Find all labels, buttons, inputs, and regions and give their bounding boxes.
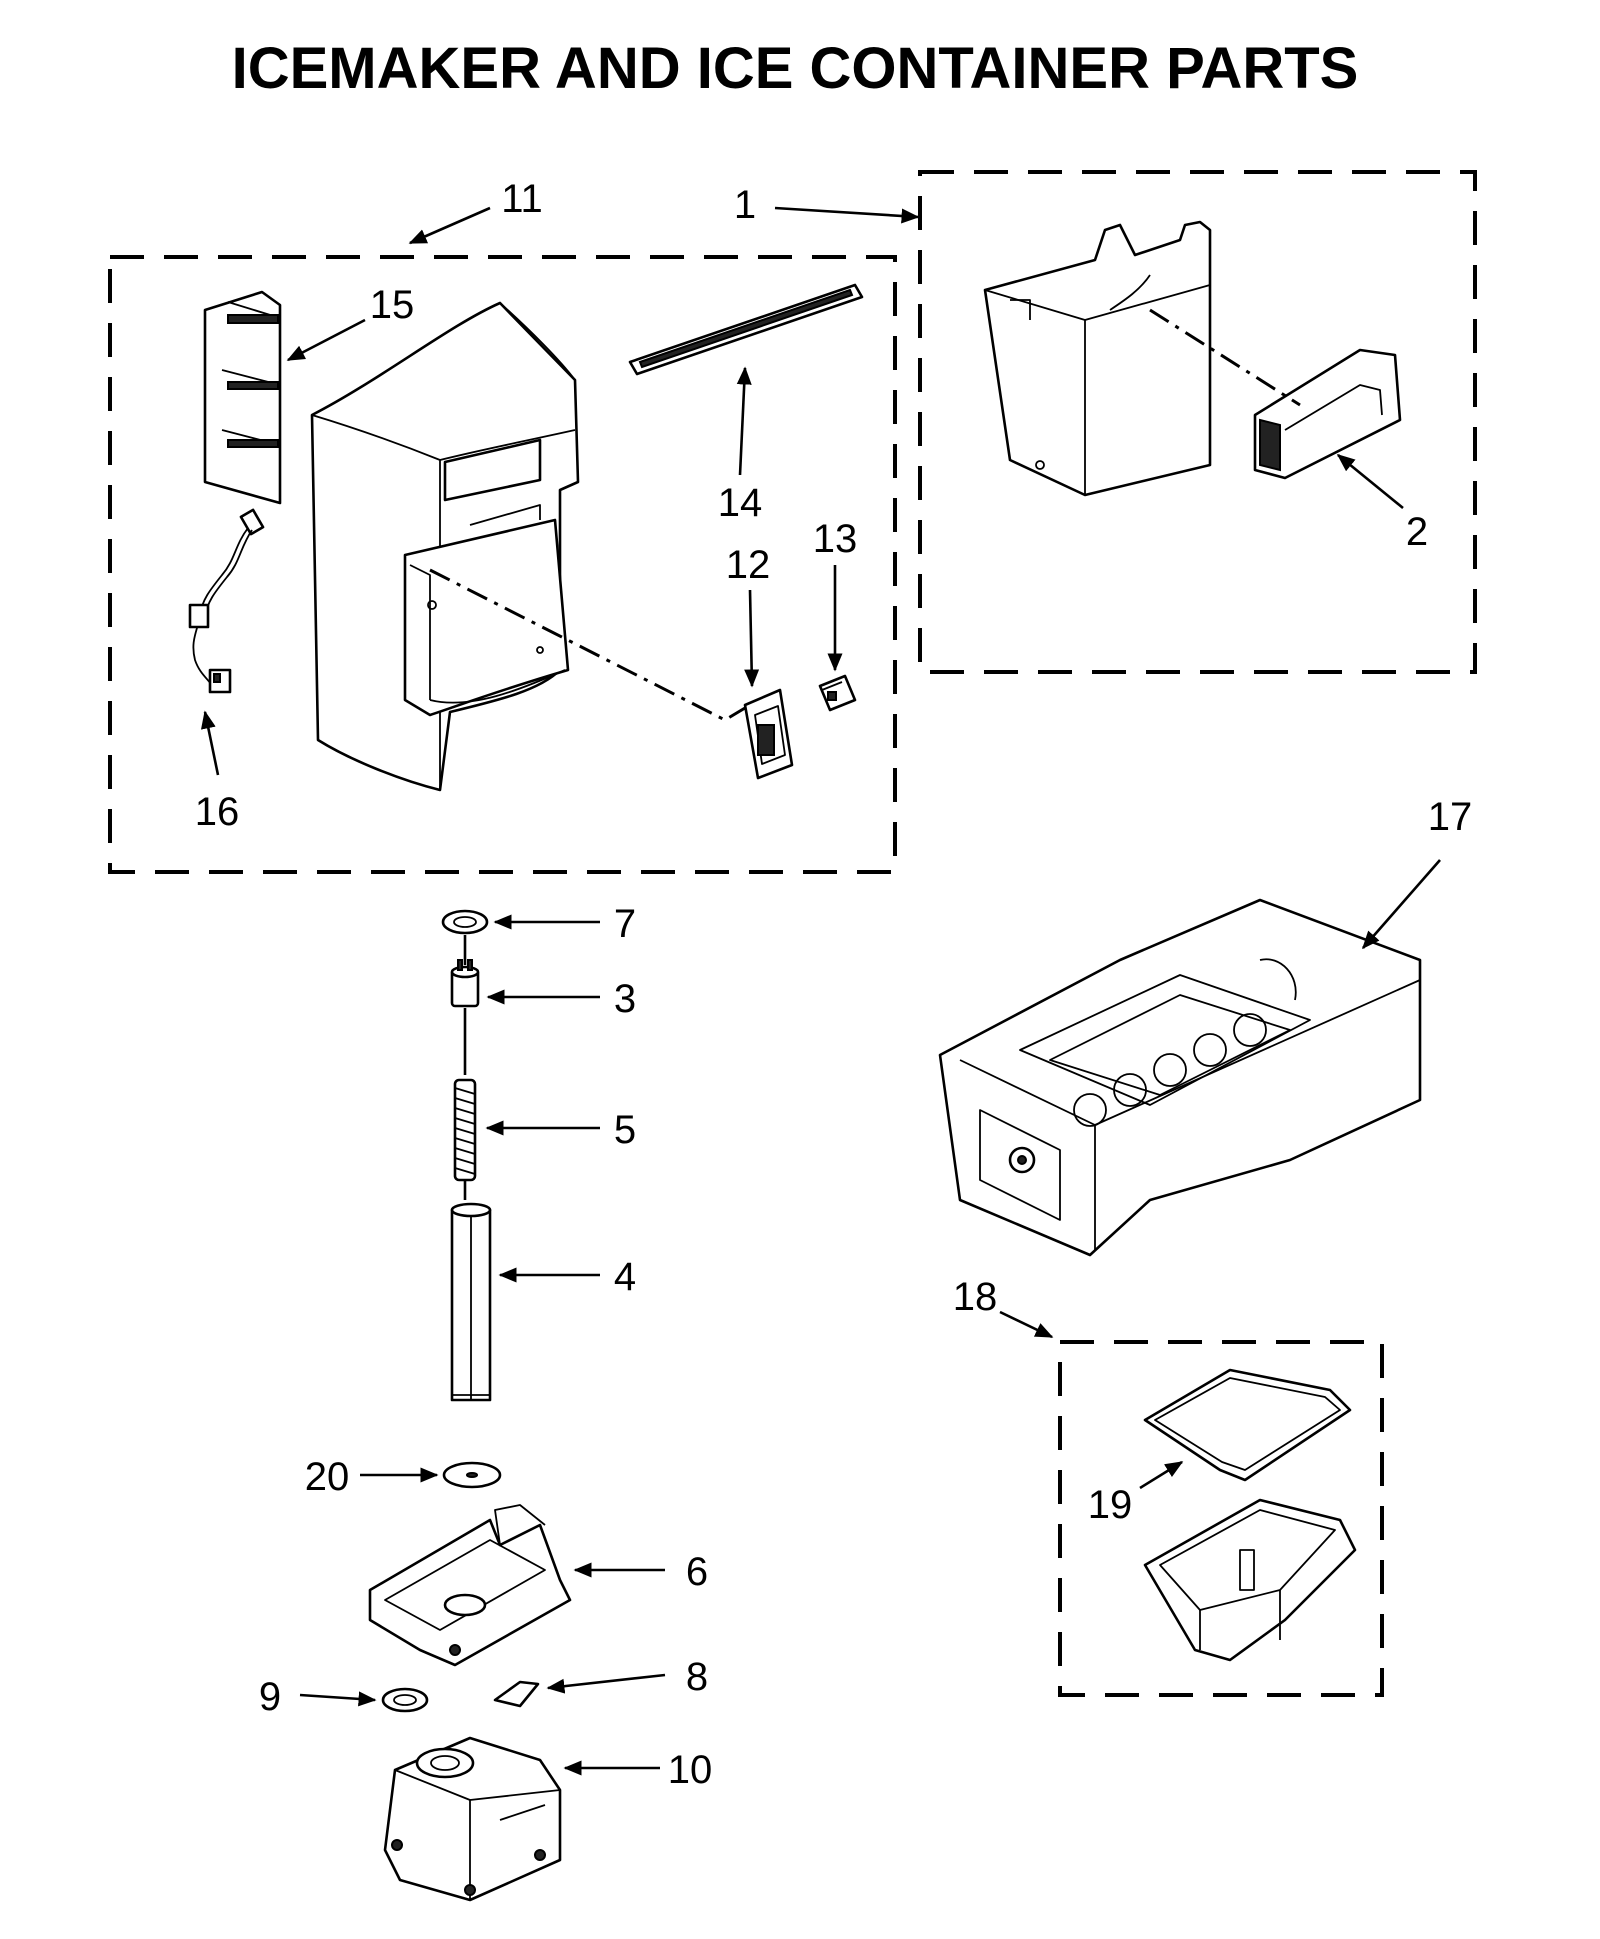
part-1-ice-container <box>983 220 1212 497</box>
callout-2: 2 <box>1406 510 1428 554</box>
part-11-housing <box>310 301 580 792</box>
callout-3: 3 <box>614 977 636 1021</box>
assembly-line-12 <box>429 568 746 722</box>
leader-1 <box>774 206 920 224</box>
group-box-1 <box>918 170 1477 674</box>
part-13-switch <box>818 674 857 712</box>
callout-9: 9 <box>259 1675 281 1719</box>
leader-19 <box>1139 1460 1184 1490</box>
part-18-bucket <box>1143 1498 1357 1662</box>
callout-5: 5 <box>614 1108 636 1152</box>
group-box-18 <box>1058 1340 1384 1697</box>
part-17-icemaker <box>938 898 1422 1257</box>
part-3-fitting <box>450 959 480 1008</box>
callout-17: 17 <box>1428 795 1473 839</box>
part-10-motor <box>383 1736 562 1902</box>
callout-15: 15 <box>370 283 415 327</box>
leader-15 <box>286 318 366 362</box>
page-title: ICEMAKER AND ICE CONTAINER PARTS <box>232 36 1359 101</box>
part-5-spring <box>453 1078 477 1182</box>
group-box-11 <box>108 255 897 874</box>
leader-2 <box>1336 453 1404 510</box>
callout-8: 8 <box>686 1655 708 1699</box>
callout-10: 10 <box>668 1748 713 1792</box>
callout-12: 12 <box>726 543 771 587</box>
leader-14 <box>736 366 752 476</box>
leader-17 <box>1362 859 1441 950</box>
part-7-ring <box>441 909 489 935</box>
leader-12 <box>744 589 760 688</box>
callout-7: 7 <box>614 902 636 946</box>
leader-11 <box>408 206 491 245</box>
part-8-coupler <box>493 1680 540 1708</box>
assembly-line-2 <box>1149 308 1301 407</box>
part-12-bracket <box>743 688 794 780</box>
callout-20: 20 <box>305 1455 350 1499</box>
leader-8 <box>546 1673 666 1694</box>
callout-14: 14 <box>718 481 763 525</box>
part-6-bracket <box>368 1504 572 1667</box>
part-15-panel <box>203 290 282 505</box>
part-19-gasket <box>1143 1368 1352 1482</box>
callout-6: 6 <box>686 1550 708 1594</box>
callout-19: 19 <box>1088 1483 1133 1527</box>
callout-1: 1 <box>734 183 756 227</box>
part-7-ring-inner <box>453 916 477 928</box>
callout-16: 16 <box>195 790 240 834</box>
part-14-seal-strip <box>628 283 864 376</box>
callout-4: 4 <box>614 1255 636 1299</box>
callout-18: 18 <box>953 1275 998 1319</box>
part-9-ring <box>381 1687 429 1713</box>
leader-16 <box>200 710 220 776</box>
part-20-washer-hole <box>466 1472 478 1478</box>
part-16-wire-harness <box>188 508 265 694</box>
part-9-ring-inner <box>393 1694 417 1706</box>
part-2-handle <box>1253 348 1402 480</box>
part-4-auger-shaft <box>450 1202 492 1402</box>
leader-18 <box>999 1310 1054 1339</box>
callout-13: 13 <box>813 517 858 561</box>
leader-9 <box>299 1691 377 1707</box>
callout-11: 11 <box>501 177 543 221</box>
